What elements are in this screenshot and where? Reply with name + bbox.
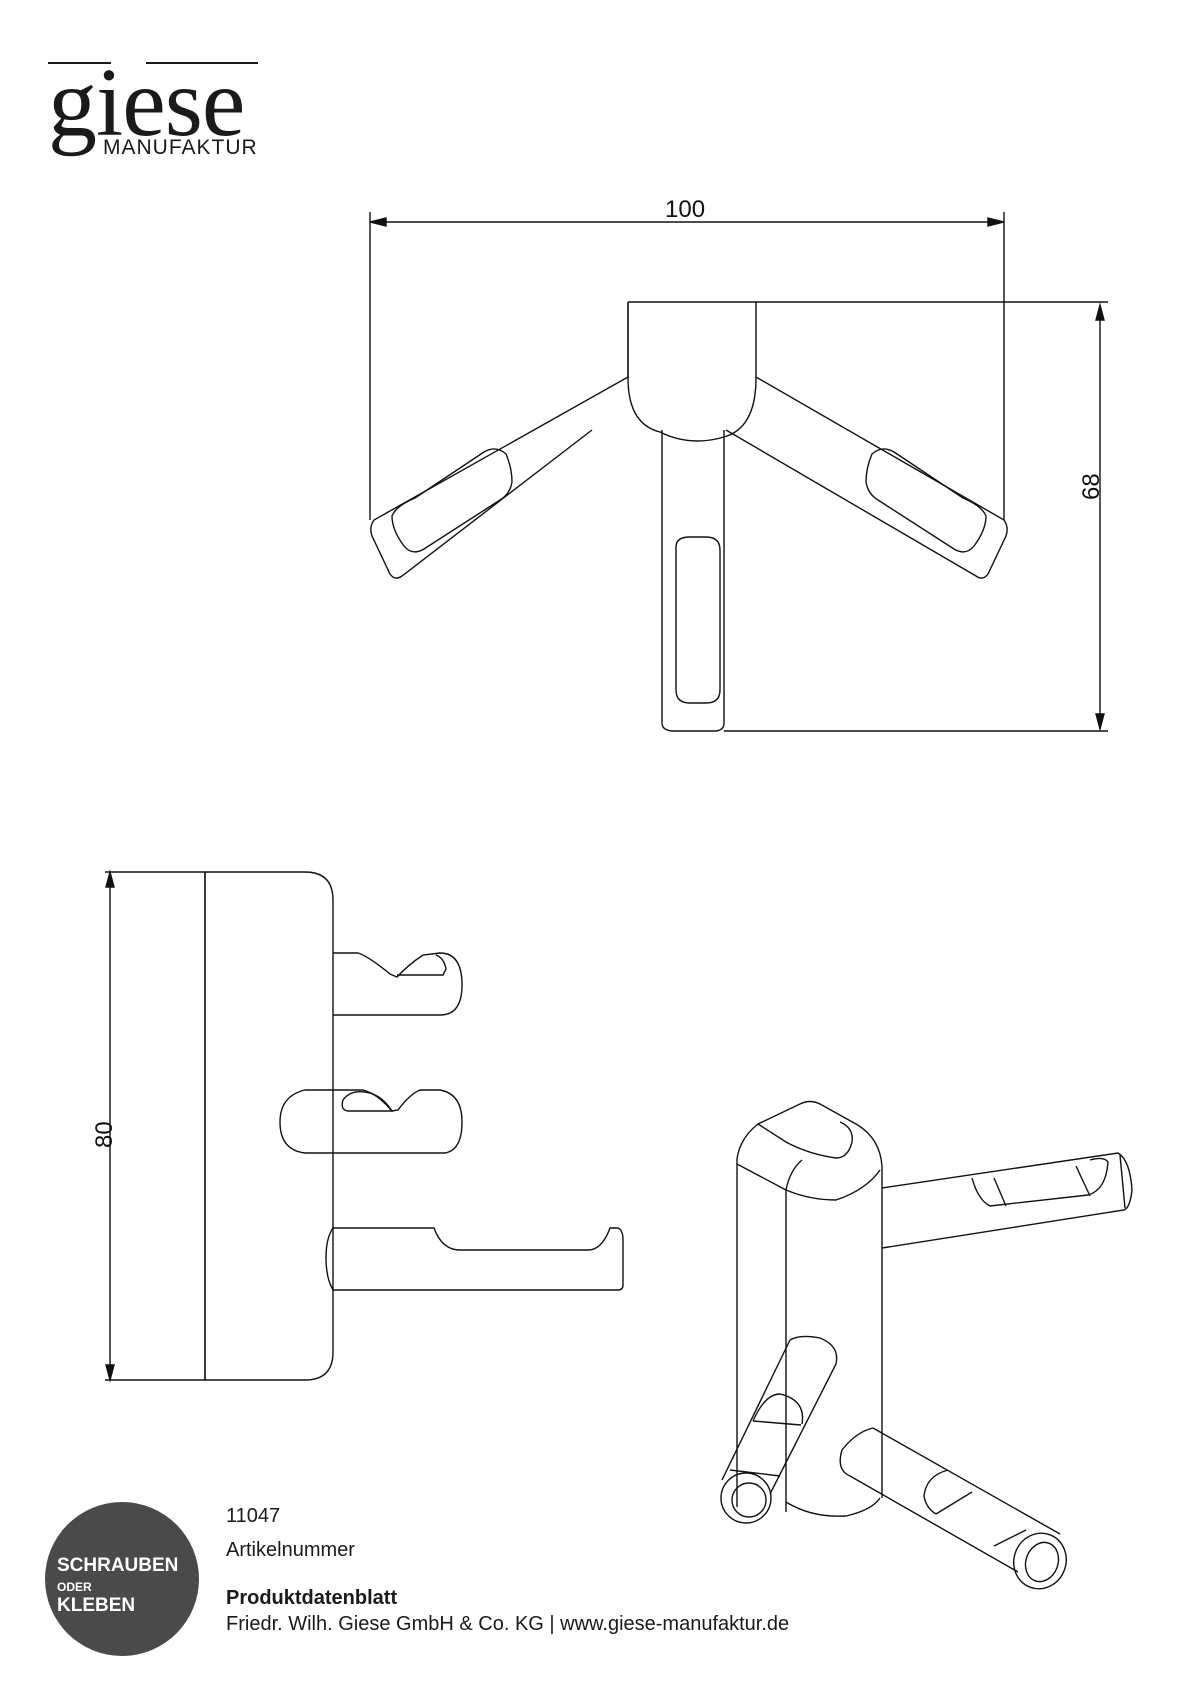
logo-rule-left [48,62,111,64]
dimension-depth-label: 68 [1078,473,1105,500]
side-view-drawing [105,869,624,1383]
logo-wordmark: giese [48,49,245,157]
brand-logo: giese MANUFAKTUR [48,54,260,159]
isometric-view-drawing [720,1100,1133,1590]
dimension-width-label: 100 [665,196,706,223]
article-number: 11047 [226,1505,281,1527]
badge-line-oder: ODER [57,1580,92,1594]
company-line: Friedr. Wilh. Giese GmbH & Co. KG | www.… [226,1613,790,1635]
mounting-badge: SCHRAUBEN ODER KLEBEN [45,1502,199,1656]
article-number-label: Artikelnummer [226,1539,355,1561]
logo-rule-right [146,62,258,64]
badge-line-schrauben: SCHRAUBEN [57,1555,179,1576]
top-view-drawing [369,212,1108,732]
dimension-height-label: 80 [91,1121,118,1148]
logo-subtitle: MANUFAKTUR [103,136,258,159]
product-info: 11047 Artikelnummer Produktdatenblatt Fr… [226,1503,789,1637]
document-title: Produktdatenblatt [226,1587,398,1609]
badge-line-kleben: KLEBEN [57,1595,136,1616]
